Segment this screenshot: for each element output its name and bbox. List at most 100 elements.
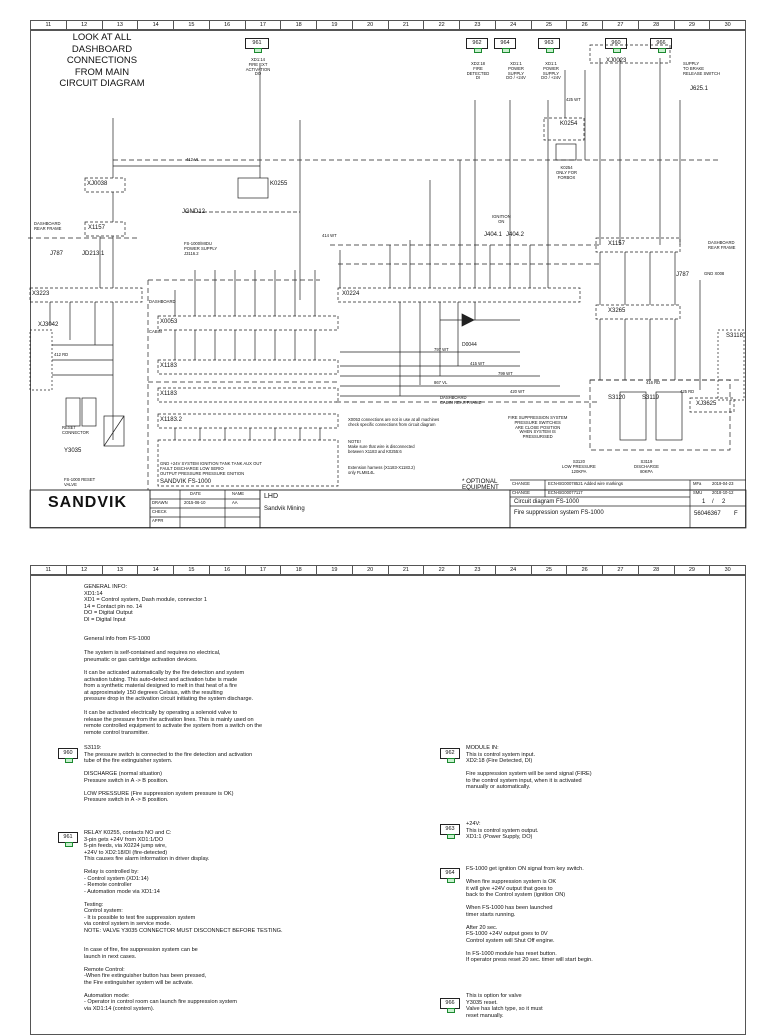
note-962-text: MODULE IN: This is control system input.… bbox=[466, 745, 592, 790]
label-dashboard-rear-left: DASHBOARD REAR FRAME bbox=[34, 221, 62, 231]
column-number: 29 bbox=[675, 21, 711, 29]
connector-x0053: X0053 bbox=[160, 319, 178, 325]
column-number: 14 bbox=[138, 21, 174, 29]
fs1000-self-contained: The system is self-contained and require… bbox=[84, 650, 221, 663]
label-dashboard-vertical: DASHBOARD bbox=[149, 299, 176, 304]
badge-964: 964 bbox=[494, 38, 516, 53]
note-badge-963: 963 bbox=[440, 824, 460, 839]
wire-tag-412rd: 412 RD bbox=[54, 352, 69, 357]
column-number: 16 bbox=[210, 21, 246, 29]
column-number: 12 bbox=[67, 21, 103, 29]
connector-jd213: JD213.1 bbox=[82, 251, 105, 257]
label-cabin: CABIN bbox=[149, 329, 162, 334]
column-number: 17 bbox=[246, 21, 282, 29]
connector-j404-1: J404.1 bbox=[484, 232, 503, 238]
connector-jgnd12: JGND12 bbox=[182, 209, 206, 215]
tb-name-header: NAME bbox=[232, 491, 245, 496]
badge-966: 966 bbox=[650, 38, 672, 53]
column-number: 28 bbox=[639, 566, 675, 574]
note-963-text: +24V: This is control system output. XD1… bbox=[466, 821, 539, 840]
label-fs1000-columns: GND +24V SYSTEM IGNITION TANK TANK AUX O… bbox=[160, 461, 262, 476]
column-number: 18 bbox=[281, 21, 317, 29]
column-number: 18 bbox=[281, 566, 317, 574]
column-number: 27 bbox=[603, 566, 639, 574]
tb-system-title: Fire suppression system FS-1000 bbox=[514, 510, 604, 516]
tb-check: CHECK bbox=[152, 509, 167, 514]
wire-tag-412vl: 412 VL bbox=[186, 157, 200, 162]
column-number: 11 bbox=[31, 21, 67, 29]
column-number: 30 bbox=[724, 22, 731, 28]
diode-d0044: D0044 bbox=[462, 342, 477, 348]
label-dashboard-rear-right: DASHBOARD REAR FRAME bbox=[708, 240, 736, 250]
tb-doc-number: 56046367 bbox=[694, 511, 721, 517]
connector-j787-right: J787 bbox=[676, 272, 690, 278]
label-pressure-switch-note: FIRE SUPPRESSION SYSTEM PRESSURE SWITCHE… bbox=[508, 415, 568, 440]
tb-ecn-2: ECN-BG00077117 bbox=[548, 490, 583, 495]
wire-tag-425rd: 425 RD bbox=[680, 389, 695, 394]
switch-s3120: S3120 bbox=[608, 395, 626, 401]
switch-s3118: S3118 bbox=[726, 333, 743, 339]
connector-xj0038: XJ0038 bbox=[87, 181, 108, 187]
label-dashboard-cabin: DASHBOARD CABIN REAR FRAME bbox=[440, 395, 482, 405]
tb-ecn-2-who: SMU bbox=[693, 490, 703, 495]
column-number: 25 bbox=[532, 21, 568, 29]
column-number: 15 bbox=[174, 21, 210, 29]
column-number: 22 bbox=[424, 21, 460, 29]
tb-ecn-1: ECN-BG00078521 Added wire markings bbox=[548, 481, 623, 486]
label-low-pressure: S3120 LOW PRESSURE 120KPA bbox=[562, 459, 596, 474]
badge-960: 960 bbox=[605, 38, 627, 53]
column-number: 17 bbox=[246, 566, 282, 574]
column-number: 13 bbox=[103, 21, 139, 29]
column-number: 20 bbox=[353, 21, 389, 29]
connector-x1157-left: X1157 bbox=[88, 225, 105, 231]
tb-revision: F bbox=[734, 511, 738, 517]
connector-x1183-2: X1183.2 bbox=[160, 417, 182, 423]
dashboard-note-title: LOOK AT ALL DASHBOARD CONNECTIONS FROM M… bbox=[59, 32, 145, 89]
connector-xj3042: XJ3042 bbox=[38, 322, 59, 328]
note-badge-961: 961 bbox=[58, 832, 78, 847]
wire-tag-799wt: 799 WT bbox=[498, 371, 513, 376]
label-ignition-on: IGNITION ON bbox=[492, 214, 511, 224]
column-number: 30 bbox=[724, 567, 731, 573]
relay-k0254: K0254 bbox=[560, 121, 578, 127]
note-badge-960: 960 bbox=[58, 748, 78, 763]
column-number: 22 bbox=[424, 566, 460, 574]
connector-j787: J787 bbox=[50, 251, 64, 257]
tb-ecn-1-who: MFa bbox=[693, 481, 702, 486]
tb-circuit-title: Circuit diagram FS-1000 bbox=[514, 499, 580, 505]
column-number: 25 bbox=[532, 566, 568, 574]
tb-pages: 2 bbox=[722, 499, 726, 505]
label-discharge: S3119 DISCHARGE 80KPA bbox=[634, 459, 659, 474]
connector-x1183-b: X1183 bbox=[160, 391, 177, 397]
tb-name-value: AA bbox=[232, 500, 238, 505]
connector-j404-2: J404.2 bbox=[506, 232, 525, 238]
connector-j625: J625.1 bbox=[690, 86, 709, 92]
tb-company: Sandvik Mining bbox=[264, 506, 305, 512]
wire-tag-414wt: 414 WT bbox=[322, 233, 337, 238]
column-number: 21 bbox=[389, 21, 425, 29]
column-number: 21 bbox=[389, 566, 425, 574]
label-k0254-note: K0254 ONLY FOR FORBOX bbox=[556, 165, 578, 180]
label-sandvik-fs1000-box: SANDVIK FS-1000 bbox=[160, 479, 212, 485]
column-number: 14 bbox=[138, 566, 174, 574]
connector-xj0023: XJ0023 bbox=[606, 58, 627, 64]
note-x0053-connections: X0053 connections are not in use at all … bbox=[348, 417, 440, 427]
sandvik-logo: SANDVIK bbox=[48, 494, 128, 511]
valve-y3035: Y3035 bbox=[64, 448, 82, 454]
tb-appr: APPR bbox=[152, 518, 164, 523]
wire-tag-425wt: 425 WT bbox=[566, 97, 581, 102]
diagram-frame bbox=[30, 30, 746, 528]
label-reset-valve: FS-1000 RESET VALVE bbox=[64, 477, 96, 487]
column-number: 24 bbox=[496, 566, 532, 574]
fs1000-info-heading: General info from FS-1000 bbox=[84, 636, 151, 642]
badge-961: 961 bbox=[245, 38, 269, 53]
wire-tag-867vl: 867 VL bbox=[434, 380, 448, 385]
label-gnd-x008: GND X008 bbox=[704, 271, 725, 276]
fs1000-electric-activation: It can be activated electrically by oper… bbox=[84, 710, 263, 736]
column-number: 15 bbox=[174, 566, 210, 574]
badge-964-caption: XD1:1 POWER SUPPLY DO / +24V bbox=[506, 61, 526, 81]
column-number: 24 bbox=[496, 21, 532, 29]
